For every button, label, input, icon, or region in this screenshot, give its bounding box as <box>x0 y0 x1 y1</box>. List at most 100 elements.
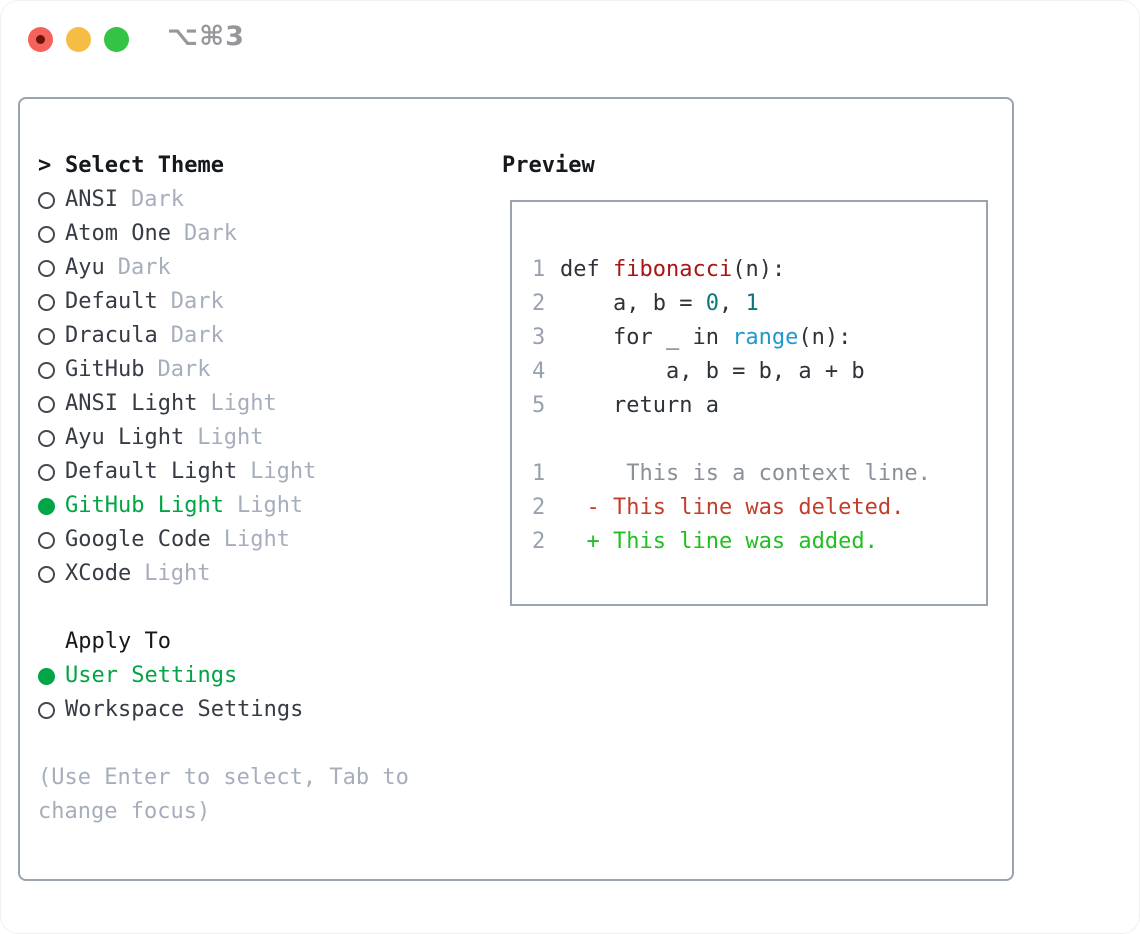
radio-icon <box>38 191 55 209</box>
line-number: 2 <box>532 495 546 520</box>
code-token-code: return a <box>560 393 719 418</box>
theme-name: Ayu Light <box>65 425 185 450</box>
code-line: 2 a, b = 0, 1 <box>532 287 982 321</box>
radio-icon <box>38 565 55 583</box>
theme-variant: Dark <box>157 357 211 382</box>
theme-option-dracula-dark[interactable]: Dracula Dark <box>38 319 478 353</box>
apply-to-title: Apply To <box>65 629 171 654</box>
radio-icon <box>38 395 55 413</box>
theme-option-ayu-dark[interactable]: Ayu Dark <box>38 251 478 285</box>
theme-variant: Dark <box>170 289 224 314</box>
theme-name: ANSI <box>65 187 118 212</box>
line-number: 1 <box>532 257 546 282</box>
theme-option-xcode-light[interactable]: XCode Light <box>38 557 478 591</box>
theme-variant: Dark <box>117 255 171 280</box>
radio-selected-icon <box>38 497 55 515</box>
code-line: 5 return a <box>532 389 982 423</box>
theme-name: Ayu <box>65 255 105 280</box>
line-number: 3 <box>532 325 546 350</box>
theme-option-ansi-dark[interactable]: ANSI Dark <box>38 183 478 217</box>
code-line: 4 a, b = b, a + b <box>532 355 982 389</box>
line-number: 4 <box>532 359 546 384</box>
code-token-num: 1 <box>745 291 759 316</box>
code-line: 1 def fibonacci(n): <box>532 253 982 287</box>
close-button[interactable] <box>28 27 53 52</box>
radio-icon <box>38 293 55 311</box>
minimize-button[interactable] <box>66 27 91 52</box>
theme-name: Dracula <box>65 323 158 348</box>
code-line: 3 for _ in range(n): <box>532 321 982 355</box>
zoom-button[interactable] <box>104 27 129 52</box>
theme-name: Default Light <box>65 459 238 484</box>
theme-name: XCode <box>65 561 132 586</box>
line-number: 5 <box>532 393 546 418</box>
code-token-num: 0 <box>705 291 719 316</box>
diff-line: 2 - This line was deleted. <box>532 491 982 525</box>
radio-icon <box>38 701 55 719</box>
theme-variant: Light <box>210 391 277 416</box>
diff-line: 2 + This line was added. <box>532 525 982 559</box>
apply-option-user-settings[interactable]: User Settings <box>38 659 478 693</box>
radio-icon <box>38 327 55 345</box>
theme-variant: Dark <box>130 187 184 212</box>
theme-name: GitHub Light <box>65 493 224 518</box>
theme-variant: Dark <box>170 323 224 348</box>
line-number: 2 <box>532 291 546 316</box>
theme-name: ANSI Light <box>65 391 198 416</box>
radio-icon <box>38 429 55 447</box>
code-token-code: for _ in <box>560 325 733 350</box>
apply-option-label: User Settings <box>65 663 238 688</box>
apply-option-label: Workspace Settings <box>65 697 304 722</box>
apply-option-workspace-settings[interactable]: Workspace Settings <box>38 693 478 727</box>
keyboard-hint: (Use Enter to select, Tab to change focu… <box>38 765 409 824</box>
theme-variant: Light <box>197 425 264 450</box>
code-token-context: This is a context line. <box>560 461 931 486</box>
code-token-builtin: range <box>732 325 799 350</box>
theme-picker-title: Select Theme <box>65 153 224 178</box>
radio-icon <box>38 259 55 277</box>
window-shortcut-label: ⌥⌘3 <box>167 21 245 52</box>
titlebar: ⌥⌘3 <box>0 0 1140 78</box>
radio-selected-icon <box>38 667 55 685</box>
theme-variant: Light <box>144 561 211 586</box>
theme-option-github-light-light[interactable]: GitHub Light Light <box>38 489 478 523</box>
diff-line: 1 This is a context line. <box>532 457 982 491</box>
preview-title: Preview <box>502 153 595 178</box>
radio-icon <box>38 463 55 481</box>
theme-variant: Light <box>223 527 290 552</box>
theme-picker-header: > Select Theme <box>38 149 478 183</box>
theme-name: Atom One <box>65 221 171 246</box>
radio-icon <box>38 225 55 243</box>
theme-option-ansi-light-light[interactable]: ANSI Light Light <box>38 387 478 421</box>
code-token-code: def <box>560 257 613 282</box>
theme-option-ayu-light-light[interactable]: Ayu Light Light <box>38 421 478 455</box>
code-token-code: , <box>718 291 746 316</box>
code-token-deleted: - This line was deleted. <box>560 495 905 520</box>
blank-line <box>532 423 982 457</box>
apply-to-header: Apply To <box>38 625 478 659</box>
code-token-code: (n): <box>732 257 786 282</box>
code-token-code: a, b = b, a + b <box>560 359 865 384</box>
code-token-func: fibonacci <box>612 257 733 282</box>
theme-option-google-code-light[interactable]: Google Code Light <box>38 523 478 557</box>
line-number: 1 <box>532 461 546 486</box>
theme-name: GitHub <box>65 357 145 382</box>
code-token-added: + This line was added. <box>560 529 878 554</box>
code-token-code: a, b = <box>560 291 706 316</box>
theme-option-github-dark[interactable]: GitHub Dark <box>38 353 478 387</box>
prompt-caret: > <box>38 153 52 178</box>
code-token-code: (n): <box>798 325 852 350</box>
theme-variant: Light <box>236 493 304 518</box>
theme-name: Google Code <box>65 527 211 552</box>
